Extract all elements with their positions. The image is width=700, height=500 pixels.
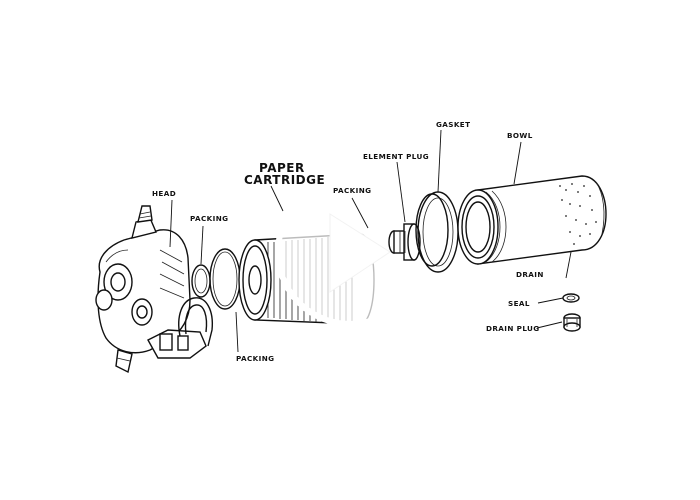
label-gasket: GASKET (436, 120, 470, 129)
element-plug (388, 223, 421, 261)
label-element-plug: ELEMENT PLUG (363, 152, 429, 161)
label-head: HEAD (152, 189, 176, 198)
play-icon[interactable] (329, 213, 391, 293)
label-packing-lower: PACKING (236, 354, 274, 363)
label-packing-inner: PACKING (333, 186, 371, 195)
drain-plug (563, 313, 581, 332)
label-packing-small: PACKING (190, 214, 228, 223)
label-bowl: BOWL (507, 131, 533, 140)
packing-large-ring (209, 248, 241, 310)
label-paper: PAPER (259, 161, 305, 175)
seal (562, 293, 580, 303)
leader-lines (169, 129, 572, 353)
filter-head (95, 205, 213, 374)
packing-small-oring (191, 264, 211, 298)
label-seal: SEAL (508, 299, 530, 308)
video-play-overlay[interactable] (275, 177, 425, 327)
label-cartridge: CARTRIDGE (244, 173, 325, 187)
gasket (415, 191, 459, 273)
bowl (457, 175, 607, 265)
label-drain: DRAIN (516, 270, 544, 279)
label-drain-plug: DRAIN PLUG (486, 324, 540, 333)
